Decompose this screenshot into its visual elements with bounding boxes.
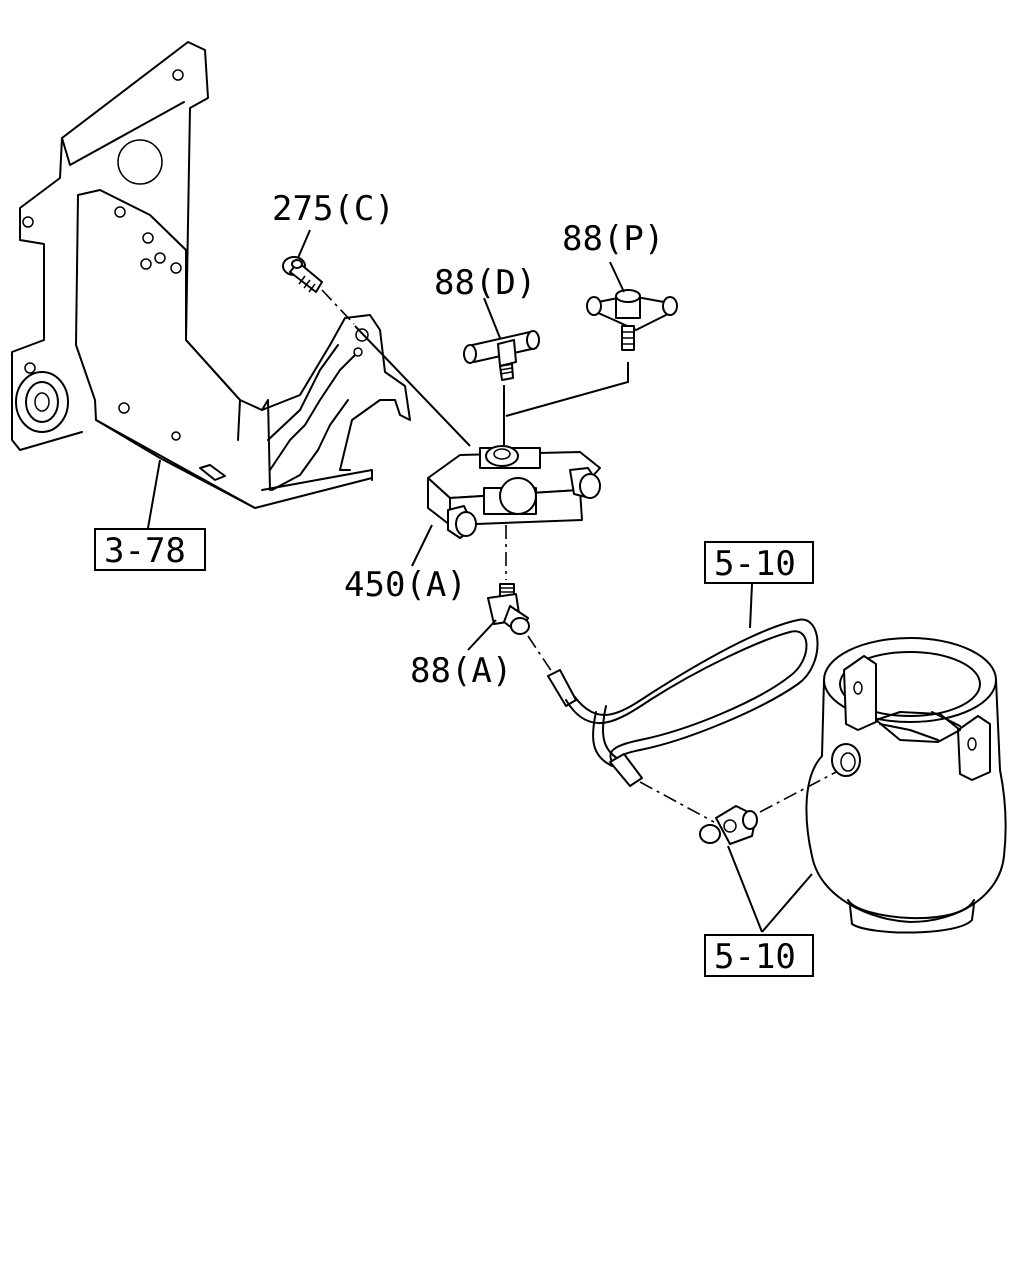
lower-elbow-fitting-part <box>699 805 758 845</box>
air-spring-part <box>805 637 1007 934</box>
label-y-fitting: 88(P) <box>562 219 664 259</box>
valve-block-part <box>427 445 601 539</box>
label-valve: 450(A) <box>344 565 467 605</box>
mounting-bracket <box>11 41 411 509</box>
ref-box-bracket: 3-78 <box>94 528 206 571</box>
bolt-part <box>282 256 323 293</box>
ref-box-air-spring: 5-10 <box>704 934 814 977</box>
ref-box-hose: 5-10 <box>704 541 814 584</box>
ref-bracket-text: 3-78 <box>104 531 186 571</box>
label-elbow: 88(A) <box>410 651 512 691</box>
t-fitting-part <box>463 330 540 381</box>
y-fitting-part <box>586 289 678 351</box>
ref-hose-text: 5-10 <box>714 544 796 584</box>
ref-air-spring-text: 5-10 <box>714 937 796 977</box>
label-t-fitting: 88(D) <box>434 263 536 303</box>
air-hose-part <box>547 618 819 787</box>
label-bolt: 275(C) <box>272 189 395 229</box>
elbow-fitting-part <box>487 583 530 635</box>
